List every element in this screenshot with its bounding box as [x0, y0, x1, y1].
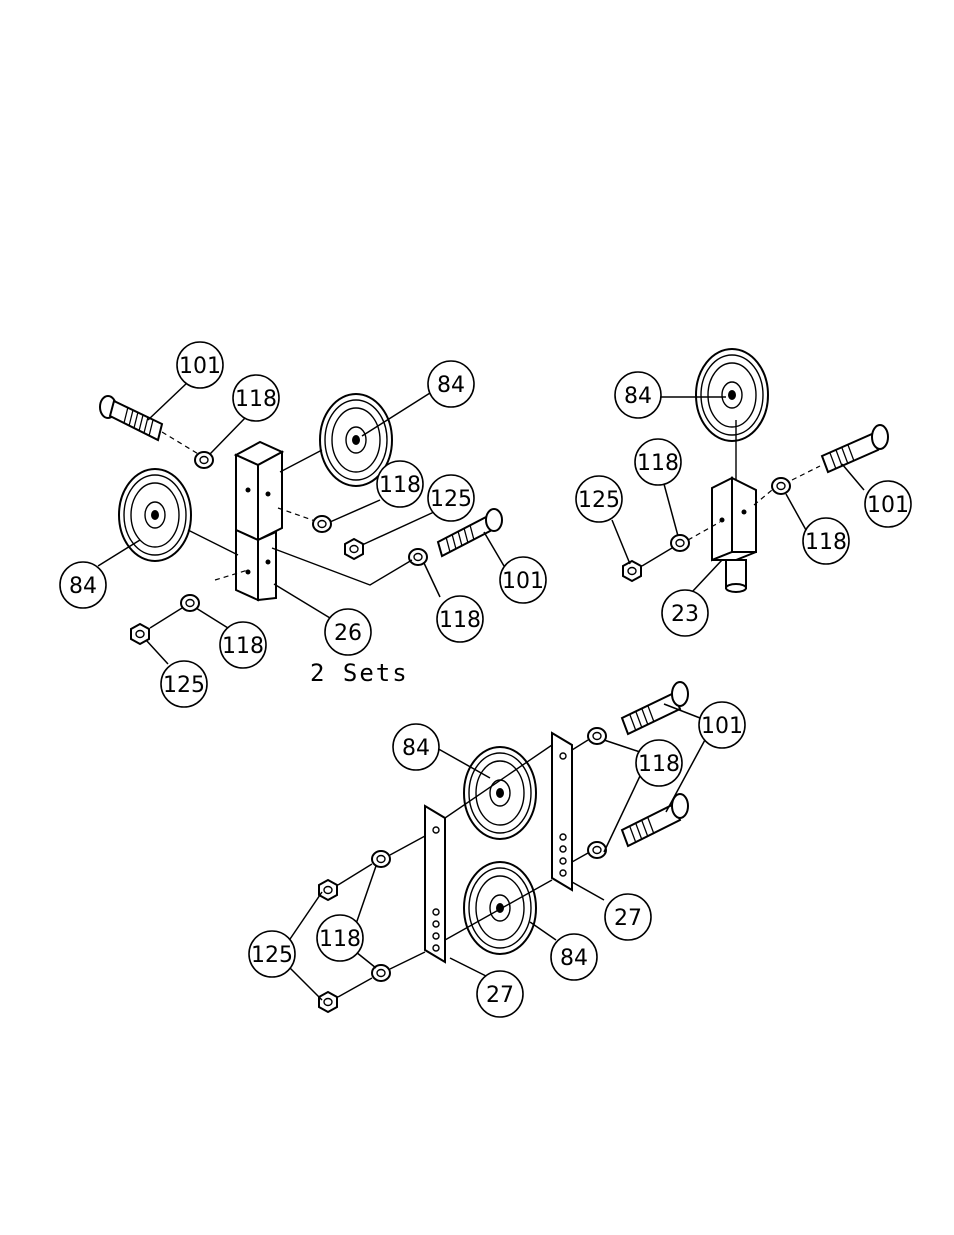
callout-label: 23: [671, 602, 699, 627]
callout-118-a: 118: [634, 438, 682, 486]
callout-label: 84: [402, 736, 430, 761]
washer-part-118-b: [771, 477, 791, 495]
plate-part-27-right: [551, 731, 573, 892]
callout-label: 26: [334, 621, 362, 646]
assembly-group-upper-left: [99, 393, 503, 645]
assembly-group-bottom: [318, 681, 689, 1013]
callout-101-top: 101: [176, 341, 224, 389]
callout-125-low: 125: [160, 660, 208, 708]
washer-part-118-mid: [312, 515, 332, 533]
callout-84-low: 84: [550, 933, 598, 981]
washer-part-118-a: [670, 534, 690, 552]
callout-84-left: 84: [59, 561, 107, 609]
bracket-part-26-lower: [235, 528, 277, 602]
callout-125: 125: [575, 475, 623, 523]
nut-part-125-mid: [344, 538, 364, 560]
callout-label: 27: [486, 983, 514, 1008]
assembly-group-upper-right: [622, 348, 889, 593]
callout-label: 101: [179, 354, 221, 379]
callout-label: 118: [805, 530, 847, 555]
callout-118-mid: 118: [376, 460, 424, 508]
callout-118-b: 118: [802, 517, 850, 565]
callout-84-right: 84: [427, 360, 475, 408]
bolt-part-101-low: [620, 793, 689, 848]
nut-part-125-low: [318, 991, 338, 1013]
nut-part-125-top: [318, 879, 338, 901]
callout-label: 118: [319, 927, 361, 952]
bolt-part-101-top: [620, 681, 689, 736]
callout-label: 84: [560, 946, 588, 971]
callout-118-right: 118: [436, 595, 484, 643]
callout-118-right: 118: [635, 739, 683, 787]
bracket-part-26-upper: [233, 440, 285, 542]
pulley-part-84-low: [463, 861, 537, 955]
callout-84-top: 84: [392, 723, 440, 771]
washer-part-118-left-top: [371, 850, 391, 868]
callout-125-mid: 125: [427, 474, 475, 522]
pulley-part-84-left: [118, 468, 192, 562]
callout-label: 125: [163, 673, 205, 698]
callout-label: 84: [69, 574, 97, 599]
callout-84: 84: [614, 371, 662, 419]
callout-118-left: 118: [316, 914, 364, 962]
callout-27-right: 27: [604, 893, 652, 941]
pulley-part-84-top: [463, 746, 537, 840]
pulley-part-84: [695, 348, 769, 442]
callout-26: 26: [324, 608, 372, 656]
bolt-part-101-top: [99, 395, 164, 442]
callout-27-left: 27: [476, 970, 524, 1018]
callout-23: 23: [661, 589, 709, 637]
callout-label: 101: [867, 493, 909, 518]
callout-label: 118: [439, 608, 481, 633]
sets-caption: 2 Sets: [310, 659, 409, 687]
leader-lines: [97, 381, 865, 1001]
callout-label: 118: [222, 634, 264, 659]
nut-part-125: [622, 560, 642, 582]
callout-label: 84: [624, 384, 652, 409]
callout-101: 101: [864, 480, 912, 528]
callout-label: 27: [614, 906, 642, 931]
callout-label: 125: [578, 488, 620, 513]
bolt-part-101: [820, 424, 889, 474]
washer-part-118-right: [408, 548, 428, 566]
plate-part-27-left: [424, 804, 446, 964]
callout-101: 101: [698, 701, 746, 749]
callout-label: 101: [701, 714, 743, 739]
callout-label: 125: [430, 487, 472, 512]
bracket-part-23: [711, 476, 757, 593]
washer-part-118-right-top: [587, 727, 607, 745]
callout-label: 125: [251, 943, 293, 968]
callout-label: 118: [638, 752, 680, 777]
callout-label: 118: [235, 387, 277, 412]
callout-101-right: 101: [499, 556, 547, 604]
callout-118-top: 118: [232, 374, 280, 422]
callout-label: 118: [379, 473, 421, 498]
washer-part-118-right-low: [587, 841, 607, 859]
callout-118-low: 118: [219, 621, 267, 669]
bolt-part-101-right: [436, 508, 503, 558]
callout-label: 118: [637, 451, 679, 476]
callout-label: 101: [502, 569, 544, 594]
washer-part-118-top: [194, 451, 214, 469]
callout-125: 125: [248, 930, 296, 978]
callout-label: 84: [437, 373, 465, 398]
